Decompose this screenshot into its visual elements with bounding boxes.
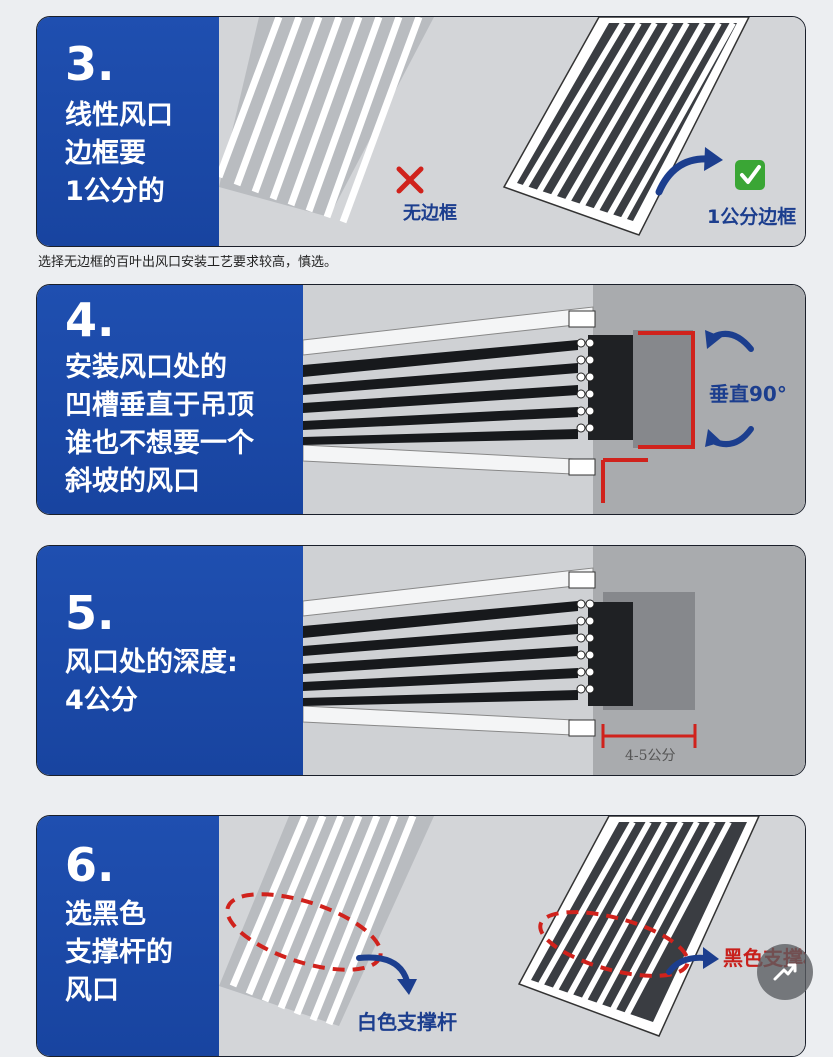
section-description: 线性风口 边框要 1公分的 <box>65 100 173 207</box>
groove-depth-drawing: 4-5公分 <box>303 546 805 775</box>
section-6-title-panel: 6. 选黑色 支撑杆的 风口 <box>37 816 219 1056</box>
right-angle-guide <box>601 331 695 503</box>
section-description: 安装风口处的 凹槽垂直于吊顶 谁也不想要一个 斜坡的风口 <box>65 352 254 497</box>
section-6-card: 6. 选黑色 支撑杆的 风口 <box>36 815 806 1057</box>
section-number: 5. <box>65 586 115 640</box>
section-4-card: 4. 安装风口处的 凹槽垂直于吊顶 谁也不想要一个 斜坡的风口 <box>36 284 806 515</box>
section-4-illustration: 垂直90° <box>303 285 805 514</box>
depth-label: 4-5公分 <box>625 748 676 764</box>
section-3-illustration: 无边框 1公分边框 <box>219 17 805 246</box>
section-number: 6. <box>65 838 115 892</box>
section-description: 选黑色 支撑杆的 风口 <box>65 899 173 1006</box>
section-3-note: 选择无边框的百叶出风口安装工艺要求较高，慎选。 <box>38 255 338 270</box>
depth-dimension-line <box>601 724 697 748</box>
vertical-angle-label: 垂直90° <box>709 382 787 406</box>
curved-arrow-icon <box>705 426 754 447</box>
vent-cross-section <box>303 306 633 476</box>
section-3-card: 3. 线性风口 边框要 1公分的 <box>36 16 806 247</box>
section-5-card: 5. 风口处的深度: 4公分 <box>36 545 806 776</box>
curved-arrow-icon <box>705 330 754 352</box>
white-support-bar-vent <box>219 816 434 1026</box>
vent-cross-section <box>303 567 633 737</box>
curved-arrow-icon <box>666 947 719 975</box>
share-button[interactable] <box>757 944 813 1000</box>
share-icon <box>773 963 797 981</box>
curved-arrow-icon <box>655 147 723 196</box>
black-support-bar-vent <box>517 816 760 1037</box>
section-4-title-panel: 4. 安装风口处的 凹槽垂直于吊顶 谁也不想要一个 斜坡的风口 <box>37 285 303 514</box>
no-frame-label: 无边框 <box>403 203 457 224</box>
with-frame-label: 1公分边框 <box>707 205 796 228</box>
curved-arrow-icon <box>356 954 417 995</box>
section-3-title-panel: 3. 线性风口 边框要 1公分的 <box>37 17 219 246</box>
section-description: 风口处的深度: 4公分 <box>65 647 238 716</box>
white-bar-label: 白色支撑杆 <box>357 1010 457 1034</box>
check-icon <box>735 160 765 190</box>
section-number: 3. <box>65 37 115 91</box>
framed-vent <box>502 17 750 236</box>
frameless-vent <box>219 17 434 224</box>
section-number: 4. <box>65 293 115 347</box>
section-5-illustration: 4-5公分 <box>303 546 805 775</box>
cross-icon <box>396 166 424 194</box>
frameless-vs-framed-vents-drawing: 无边框 1公分边框 <box>219 17 805 246</box>
vertical-groove-drawing: 垂直90° <box>303 285 805 514</box>
section-5-title-panel: 5. 风口处的深度: 4公分 <box>37 546 303 775</box>
